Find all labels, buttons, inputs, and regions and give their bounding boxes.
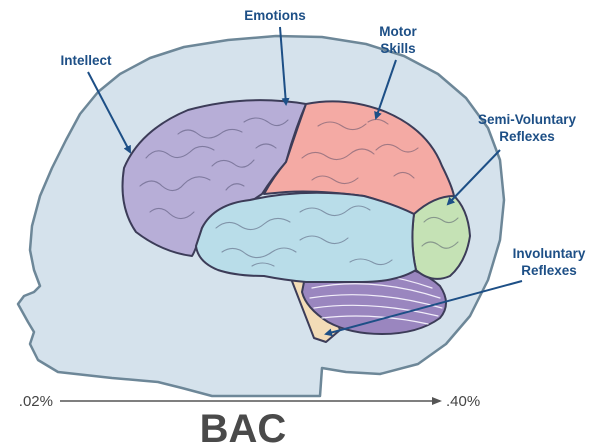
label-semi-line1: Semi-Voluntary: [478, 112, 577, 127]
label-semi-line2: Reflexes: [499, 129, 555, 144]
label-motor-line2: Skills: [380, 41, 415, 56]
scale-start-label: .02%: [19, 393, 53, 410]
label-involuntary-line2: Reflexes: [521, 263, 577, 278]
label-motor-line1: Motor: [379, 24, 417, 39]
label-intellect: Intellect: [60, 53, 112, 68]
label-involuntary-line1: Involuntary: [513, 246, 586, 261]
bac-title: BAC: [200, 407, 287, 447]
scale-end-label: .40%: [446, 393, 480, 410]
label-emotions: Emotions: [244, 8, 306, 23]
